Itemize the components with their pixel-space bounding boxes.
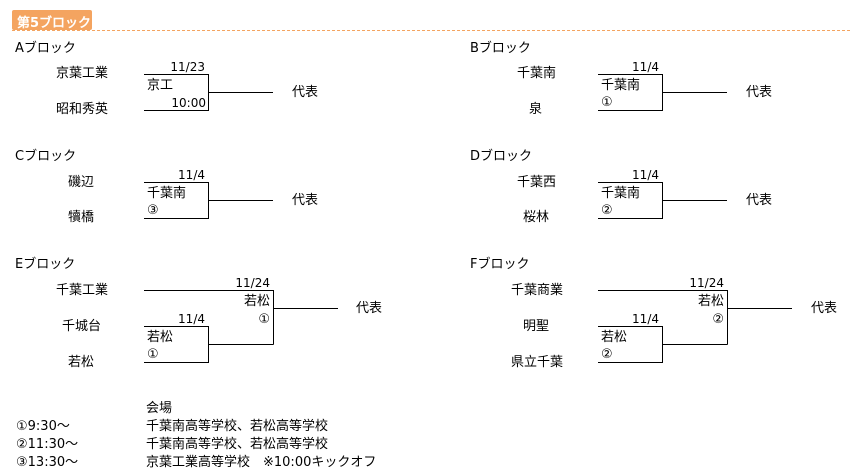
block-e-final-date: 11/24 — [235, 276, 270, 290]
block-f-semi-winner: 若松 — [601, 330, 628, 345]
block-d-date: 11/4 — [632, 168, 659, 182]
block-e-rep: 代表 — [356, 301, 383, 316]
note-venue-2: 千葉南高等学校、若松高等学校 — [146, 437, 329, 452]
block-b-team2: 泉 — [528, 102, 542, 117]
block-d-winner: 千葉南 — [601, 186, 641, 201]
block-e-semi-winner: 若松 — [147, 330, 174, 345]
block-c-result: ③ — [147, 203, 159, 218]
block-f-final-result: ② — [712, 312, 724, 327]
block-d-label: Dブロック — [470, 149, 533, 164]
header-bar — [12, 10, 92, 30]
block-f-team2: 明聖 — [522, 319, 549, 334]
block-f-team1: 千葉商業 — [510, 283, 563, 298]
block-b-date: 11/4 — [632, 60, 659, 74]
block-c-label: Cブロック — [15, 149, 77, 164]
block-d-team1: 千葉西 — [516, 175, 556, 190]
block-b-winner: 千葉南 — [601, 78, 641, 93]
block-a-rep: 代表 — [292, 85, 319, 100]
block-b-label: Bブロック — [470, 41, 531, 56]
block-a-date: 11/23 — [170, 60, 205, 74]
note-venue-3: 京葉工業高等学校 ※10:00キックオフ — [146, 455, 377, 470]
block-e-team3: 若松 — [67, 355, 94, 370]
page-title: 第5ブロック — [17, 16, 92, 31]
block-e-team2: 千城台 — [61, 319, 101, 334]
block-d-result: ② — [601, 203, 613, 218]
block-e-final-result: ① — [258, 312, 270, 327]
block-e-label: Eブロック — [15, 257, 76, 272]
block-b-team1: 千葉南 — [516, 66, 556, 81]
block-a-label: Aブロック — [15, 41, 76, 56]
block-c-winner: 千葉南 — [147, 186, 187, 201]
block-a-result: 10:00 — [171, 96, 206, 110]
block-e-final-winner: 若松 — [243, 294, 270, 309]
block-f-team3: 県立千葉 — [510, 355, 563, 370]
block-f-semi-date: 11/4 — [632, 312, 659, 326]
block-c-date: 11/4 — [178, 168, 205, 182]
block-a-winner: 京工 — [147, 78, 174, 93]
block-c-rep: 代表 — [292, 193, 319, 208]
block-b-result: ① — [601, 95, 613, 110]
block-f-semi-result: ② — [601, 347, 613, 362]
block-c-team1: 磯辺 — [67, 175, 94, 190]
block-a-team1: 京葉工業 — [55, 66, 108, 81]
block-b-rep: 代表 — [746, 85, 773, 100]
block-d-rep: 代表 — [746, 193, 773, 208]
note-venue-1: 千葉南高等学校、若松高等学校 — [146, 419, 329, 434]
block-a-team2: 昭和秀英 — [55, 102, 108, 117]
block-d-team2: 桜林 — [522, 210, 549, 225]
block-c-team2: 犢橋 — [67, 210, 94, 225]
venue-header: 会場 — [146, 401, 173, 416]
block-e-team1: 千葉工業 — [55, 283, 108, 298]
note-time-1: ①9:30～ — [16, 419, 70, 434]
note-time-2: ②11:30～ — [16, 437, 79, 452]
block-f-rep: 代表 — [811, 301, 838, 316]
note-time-3: ③13:30～ — [16, 455, 79, 470]
header-divider — [12, 30, 850, 31]
block-e-semi-result: ① — [147, 347, 159, 362]
block-f-final-winner: 若松 — [697, 294, 724, 309]
block-e-semi-date: 11/4 — [178, 312, 205, 326]
block-f-final-date: 11/24 — [689, 276, 724, 290]
block-f-label: Fブロック — [470, 257, 530, 272]
